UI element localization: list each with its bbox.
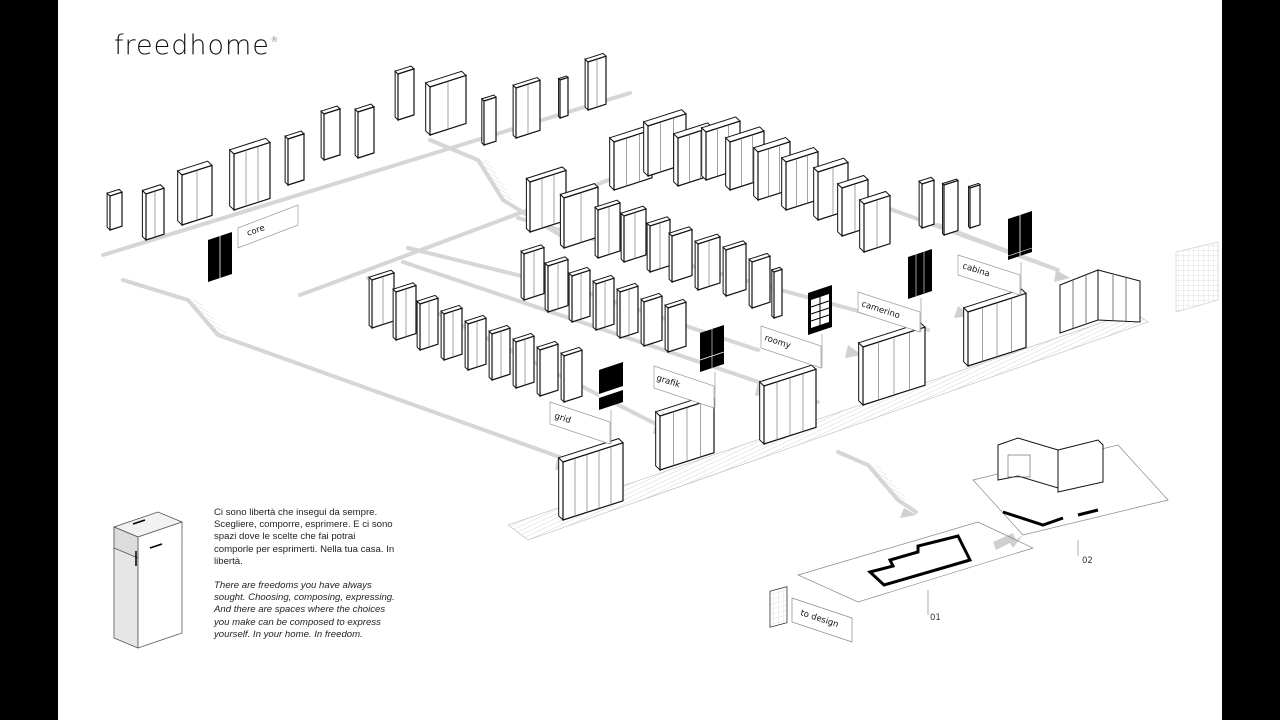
wardrobe-unit-grafik-row <box>640 292 663 348</box>
intro-english: There are freedoms you have always sough… <box>214 580 395 640</box>
catalogue-page: freedhome® <box>58 0 1222 720</box>
wardrobe-unit-roomy-row <box>770 266 783 320</box>
wardrobe-unit-grid-row <box>512 332 535 390</box>
wardrobe-unit-roomy-row <box>620 205 647 264</box>
dimension-cabinet-illustration <box>112 511 184 649</box>
wardrobe-unit-roomy-row <box>694 233 721 292</box>
wardrobe-unit-grafik-row <box>616 282 639 340</box>
wardrobe-unit-roomy-row <box>748 252 771 310</box>
path-mid-line <box>401 260 820 404</box>
step-01: 01 <box>930 613 941 623</box>
composition-camerino <box>857 322 926 407</box>
wardrobe-unit-top-row <box>512 76 541 140</box>
logo-text: freedhome <box>114 30 270 61</box>
collection-labels: core grid grafik roomy camerino <box>237 204 1022 445</box>
wardrobe-unit-grid-row <box>392 282 417 342</box>
swatch-cabina <box>1007 211 1033 260</box>
composition-cabina <box>962 288 1027 368</box>
arrow-icon <box>845 345 862 358</box>
label-card-grid[interactable]: grid <box>549 401 612 445</box>
wardrobe-unit-top-row <box>394 65 415 122</box>
intro-text: Ci sono libertà che insegui da sempre. S… <box>214 507 396 653</box>
wardrobe-unit-grid-row <box>536 340 559 398</box>
swatch-camerino <box>908 249 932 299</box>
wardrobe-unit-top-row <box>557 75 569 120</box>
wardrobe-unit-camerino-row <box>608 125 653 192</box>
isometric-product-diagram: core grid grafik roomy camerino <box>101 52 1219 649</box>
wardrobe-unit-grid-row <box>416 294 439 352</box>
swatch-core <box>208 232 232 282</box>
wardrobe-unit-top-row <box>228 137 271 212</box>
freedhome-logo: freedhome® <box>114 30 279 61</box>
wardrobe-unit-camerino-row <box>836 174 869 238</box>
label-card-cabina[interactable]: cabina <box>957 254 1022 296</box>
swatch-roomy <box>808 285 832 335</box>
label-card-core[interactable]: core <box>237 204 299 249</box>
label-card-to-design[interactable]: to design <box>791 597 853 643</box>
wardrobe-unit-grid-row <box>488 324 511 382</box>
label-card-camerino[interactable]: camerino <box>857 291 922 333</box>
intro-italian: Ci sono libertà che insegui da sempre. S… <box>214 507 395 567</box>
cabina-composition <box>1059 241 1219 334</box>
label-grid: grid <box>553 411 572 426</box>
cabina-frame-unit <box>918 176 935 230</box>
wardrobe-unit-top-row <box>141 184 165 242</box>
wardrobe-unit-top-row <box>480 94 497 147</box>
composition-grid <box>557 438 624 522</box>
swatch-grafik <box>699 325 725 372</box>
path-top-line <box>101 91 632 257</box>
label-card-roomy[interactable]: roomy <box>760 325 823 369</box>
wardrobe-unit-grafik-row <box>664 298 687 354</box>
registered-mark: ® <box>270 36 279 44</box>
wardrobe-unit-roomy-row <box>722 240 747 298</box>
arrow-right-icon <box>993 533 1023 550</box>
wardrobe-unit-top-row <box>176 160 213 227</box>
swatch-grid <box>599 362 623 410</box>
wardrobe-unit-grid-row <box>368 269 395 330</box>
wardrobe-unit-top-row <box>424 70 467 137</box>
wardrobe-unit-roomy-row <box>646 216 671 274</box>
wardrobe-unit-roomy-row <box>668 226 693 284</box>
wardrobe-unit-grafik-row <box>568 266 591 324</box>
wardrobe-unit-roomy-row <box>559 183 599 250</box>
wardrobe-unit-grafik-row <box>592 274 615 332</box>
wardrobe-unit-grafik-row <box>520 244 545 302</box>
step-02: 02 <box>1082 556 1093 566</box>
wardrobe-unit-top-row <box>106 188 123 232</box>
design-process: 01 02 to design <box>769 241 1219 643</box>
wardrobe-unit-roomy-row <box>525 166 567 234</box>
floorplan-01 <box>866 534 973 587</box>
wardrobe-unit-top-row <box>354 103 375 160</box>
cabina-frame-unit <box>967 182 981 230</box>
wardrobe-unit-grid-row <box>560 346 583 404</box>
stair-hatches <box>188 160 908 500</box>
wardrobe-unit-grid-row <box>464 314 487 372</box>
wardrobe-unit-grafik-row <box>544 256 569 314</box>
grid-swatch-icon <box>769 586 788 628</box>
arrow-icon <box>1054 270 1070 282</box>
corner-composition-02 <box>997 437 1104 527</box>
arrow-icon <box>900 508 916 518</box>
wardrobe-unit-camerino-row <box>858 190 891 254</box>
wardrobe-unit-camerino-row <box>780 146 819 212</box>
path-lower <box>836 450 918 514</box>
plane-01 <box>796 521 1034 603</box>
furniture-units <box>106 52 1027 522</box>
wardrobe-unit-grid-row <box>440 304 463 362</box>
path-cabina <box>936 223 1060 272</box>
composition-roomy <box>758 364 817 446</box>
wardrobe-unit-top-row <box>284 130 305 187</box>
wardrobe-unit-roomy-row <box>594 199 621 260</box>
cabina-frame-unit <box>941 178 959 237</box>
finish-swatches <box>208 211 1033 410</box>
label-card-grafik[interactable]: grafik <box>653 365 716 409</box>
wardrobe-unit-top-row <box>320 105 341 162</box>
wardrobe-unit-top-row <box>584 52 607 112</box>
